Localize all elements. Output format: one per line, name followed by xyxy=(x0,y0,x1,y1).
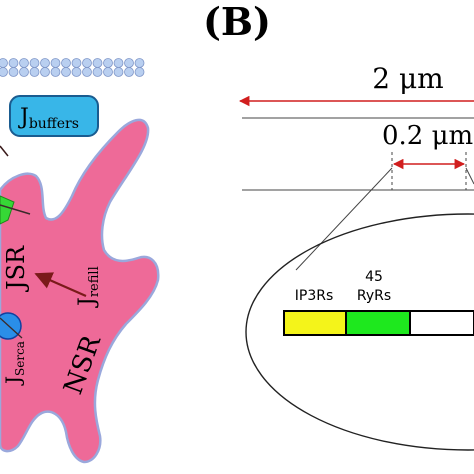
membrane-bead xyxy=(29,58,40,68)
serca-sub: Serca xyxy=(13,341,27,376)
membrane-bead xyxy=(19,58,29,68)
ryr-channel-shape xyxy=(0,195,15,225)
buffers-j: J xyxy=(18,105,29,130)
flux-mark xyxy=(0,145,9,157)
membrane-bead xyxy=(92,67,103,77)
zoom-line-right xyxy=(465,167,474,185)
panel-label: (B) xyxy=(203,0,271,44)
refill-label: Jrefill xyxy=(75,266,102,308)
membrane-bead xyxy=(0,58,8,68)
membrane-beads xyxy=(0,58,145,77)
zoom-ellipse xyxy=(245,213,474,451)
sr-shape xyxy=(0,118,160,464)
right-panel: 2 μm 0.2 μm IP3Rs 45 RyRs xyxy=(238,62,474,451)
membrane-bead xyxy=(19,67,29,77)
membrane-bead xyxy=(61,58,71,68)
ryr-label: RyRs xyxy=(357,288,391,304)
membrane-bead xyxy=(29,67,40,77)
empty-block xyxy=(409,310,474,336)
ryr-count: 45 xyxy=(365,269,383,285)
ip3r-block xyxy=(283,310,347,336)
membrane-bead xyxy=(8,67,19,77)
membrane-bead xyxy=(82,58,92,68)
membrane-bead xyxy=(103,58,113,68)
serca-flux-line xyxy=(0,317,23,339)
membrane-bead xyxy=(61,67,71,77)
refill-arrow xyxy=(34,272,87,298)
scale-small-label: 0.2 μm xyxy=(382,121,473,151)
ryr-flux-line xyxy=(0,204,31,215)
membrane-bead xyxy=(40,67,50,77)
zoom-line-left xyxy=(295,167,393,271)
membrane-bead xyxy=(8,58,19,68)
buffers-box: Jbuffers xyxy=(9,95,99,137)
refill-sub: refill xyxy=(87,266,102,297)
membrane-bead xyxy=(0,67,8,77)
scale-large-label: 2 μm xyxy=(372,62,443,95)
membrane-bead xyxy=(113,67,124,77)
buffers-sub: buffers xyxy=(29,116,79,132)
membrane-bead xyxy=(124,67,134,77)
membrane-bead xyxy=(124,58,134,68)
ryr-block xyxy=(345,310,411,336)
membrane-bead xyxy=(134,58,145,68)
membrane-bead xyxy=(50,58,61,68)
refill-j: J xyxy=(75,297,100,308)
serca-j: J xyxy=(1,376,25,386)
membrane-bead xyxy=(103,67,113,77)
membrane-bead xyxy=(40,58,50,68)
serca-label: JSerca xyxy=(1,341,27,386)
membrane-bead xyxy=(50,67,61,77)
left-panel: Jbuffers JSR Jrefill JSerca NSR xyxy=(0,58,160,464)
membrane-bead xyxy=(71,67,82,77)
membrane-bead xyxy=(92,58,103,68)
svg-text:Jbuffers: Jbuffers xyxy=(18,105,79,132)
membrane-bead xyxy=(134,67,145,77)
membrane-bead xyxy=(113,58,124,68)
jsr-label: JSR xyxy=(2,245,30,293)
ip3r-label: IP3Rs xyxy=(295,288,334,304)
membrane-bead xyxy=(71,58,82,68)
membrane-bead xyxy=(82,67,92,77)
